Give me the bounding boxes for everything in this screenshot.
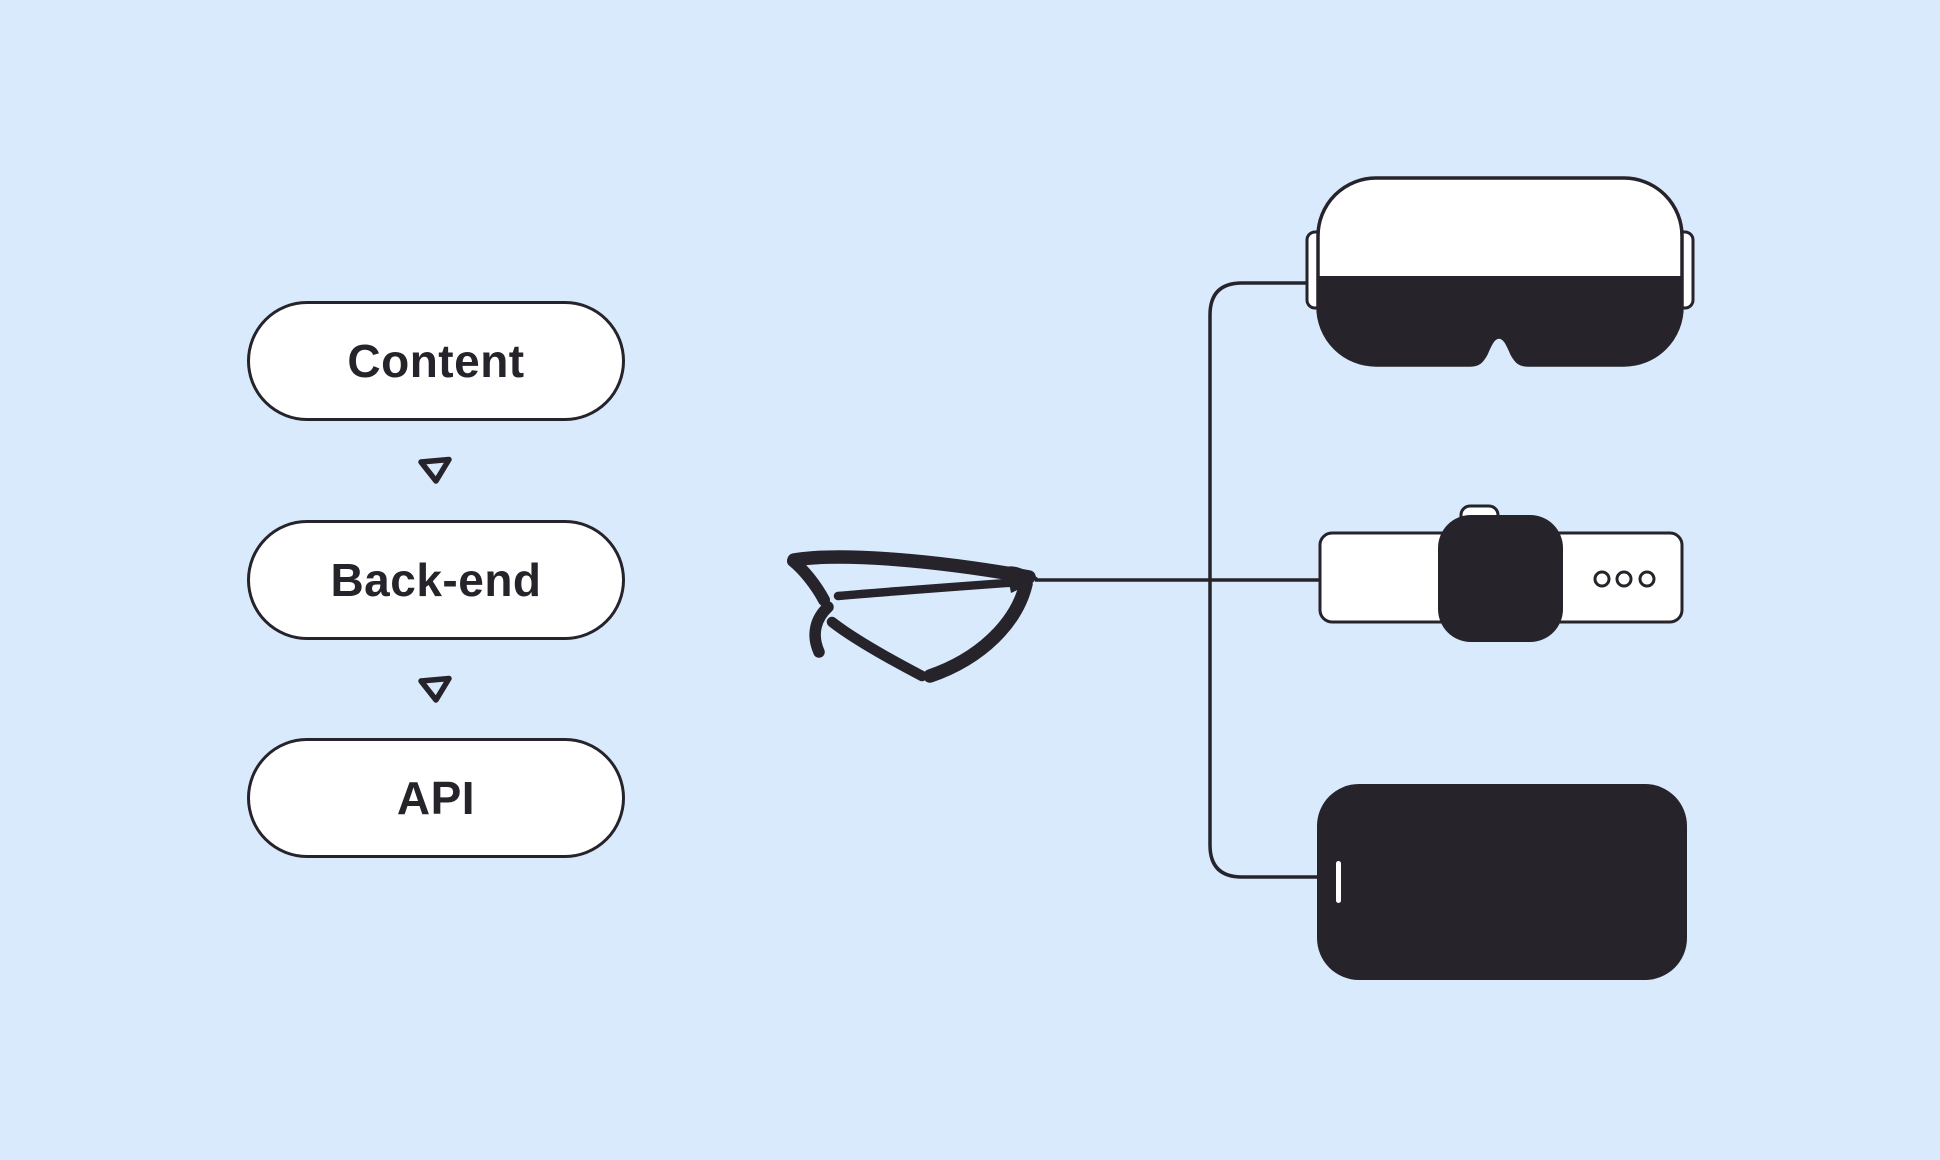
flow-node-api: API <box>247 738 625 858</box>
paper-plane-icon <box>787 550 1038 683</box>
flow-node-content-label: Content <box>347 335 525 387</box>
strap-hole <box>1615 570 1633 588</box>
down-arrow-icon <box>418 456 452 484</box>
flow-node-back-end-label: Back-end <box>330 554 542 606</box>
strap-hole <box>1638 570 1656 588</box>
vr-headset-icon <box>1305 176 1695 367</box>
flow-node-back-end: Back-end <box>247 520 625 640</box>
smartwatch-icon <box>1318 504 1684 642</box>
strap-hole <box>1593 570 1611 588</box>
watch-case <box>1438 515 1563 642</box>
phone-side-button <box>1336 861 1341 903</box>
flow-node-api-label: API <box>396 772 476 824</box>
down-arrow-icon <box>418 675 452 703</box>
smartphone-icon <box>1317 784 1687 980</box>
flow-node-content: Content <box>247 301 625 421</box>
